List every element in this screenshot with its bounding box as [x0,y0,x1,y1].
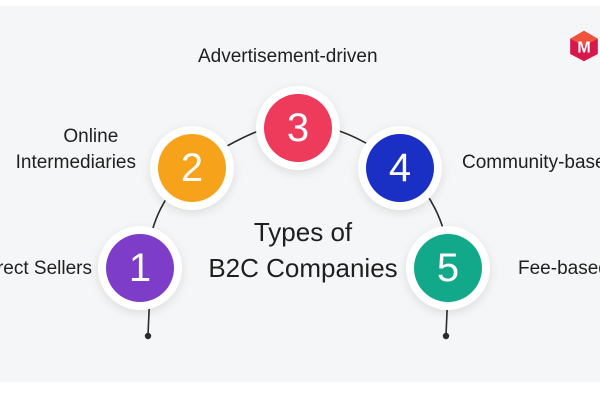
arc-end-right [442,332,450,340]
node-3-circle: 3 [264,94,332,162]
center-title-line1: Types of [253,217,353,247]
node-1-label: Direct Sellers [0,258,92,279]
node-1: 1 [98,226,182,310]
node-4: 4 [358,126,442,210]
node-5: 5 [406,226,490,310]
node-1-circle: 1 [106,234,174,302]
node-5-number: 5 [436,245,460,290]
diagram-panel [0,6,600,382]
node-4-label: Community-based [462,152,600,173]
node-2-number: 2 [180,145,204,190]
node-3-label: Advertisement-driven [198,46,378,67]
center-title-line2: B2C Companies [208,253,398,283]
center-title: Types of B2C Companies [190,214,416,286]
node-5-label: Fee-based [518,258,600,279]
node-3: 3 [256,86,340,170]
node-1-number: 1 [128,245,152,290]
node-4-circle: 4 [366,134,434,202]
brand-logo-icon: M [570,30,598,62]
node-2: 2 [150,126,234,210]
arc-end-left [144,332,152,340]
node-2-label: Online Intermediaries [16,124,136,176]
node-2-label-line1: Online [63,126,119,147]
node-5-circle: 5 [414,234,482,302]
node-3-number: 3 [286,105,310,150]
node-2-label-line2: Intermediaries [15,152,136,173]
brand-logo-letter: M [577,40,590,57]
node-2-circle: 2 [158,134,226,202]
node-4-number: 4 [388,145,412,190]
